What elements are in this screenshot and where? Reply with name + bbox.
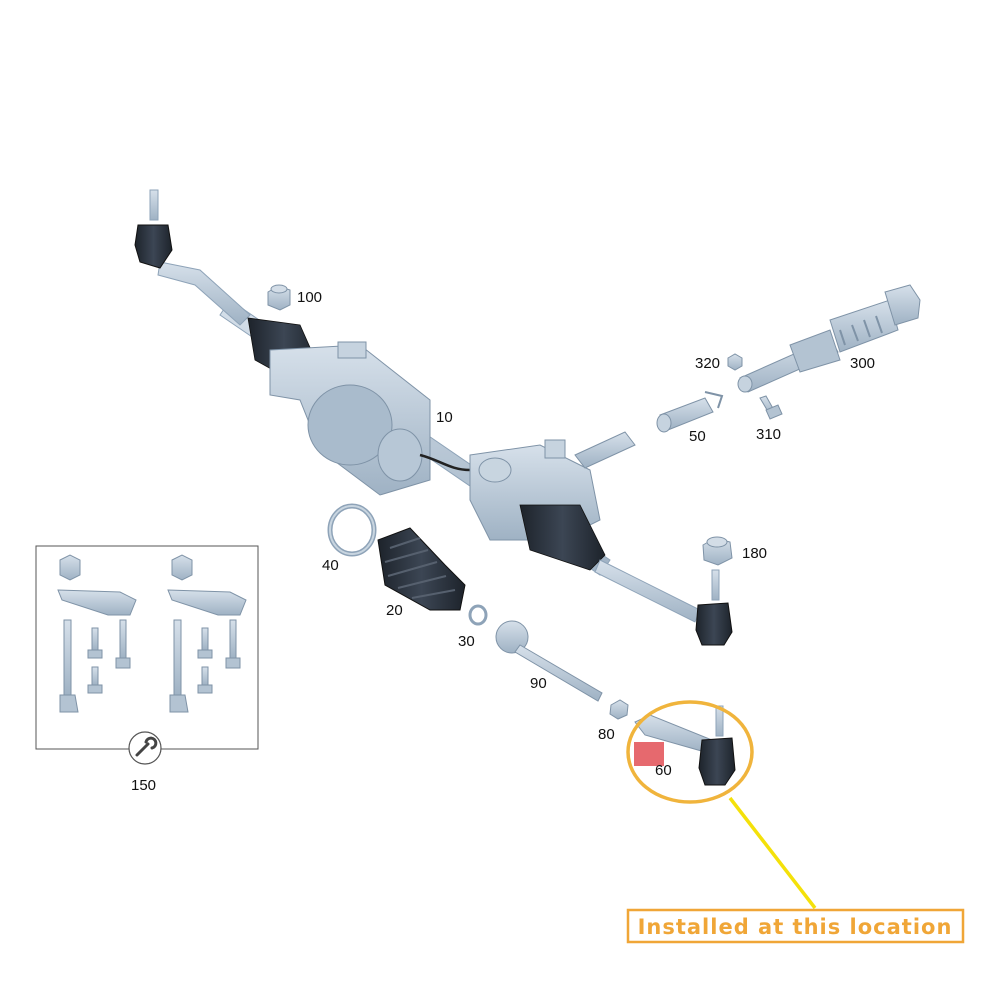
part-320-nut (727, 353, 743, 371)
wrench-icon (128, 731, 162, 765)
label-80: 80 (598, 726, 615, 743)
steering-rack-assembly (134, 189, 733, 646)
label-100: 100 (297, 289, 322, 306)
part-90-inner-tie-rod (495, 620, 603, 702)
part-300-intermediate-shaft (737, 284, 921, 393)
label-310: 310 (756, 426, 781, 443)
part-30-clip (468, 604, 488, 626)
part-labels: 10 20 30 40 50 60 80 90 100 150 180 300 … (131, 289, 875, 794)
part-150-bolt-kit-inset (35, 545, 259, 750)
part-310-bolt (759, 395, 783, 420)
label-150: 150 (131, 777, 156, 794)
label-10: 10 (436, 409, 453, 426)
location-callout: Installed at this location (626, 700, 965, 944)
callout-text: Installed at this location (638, 915, 953, 939)
part-60-tie-rod-end (634, 705, 736, 786)
part-50-sleeve (656, 391, 724, 433)
label-20: 20 (386, 602, 403, 619)
label-300: 300 (850, 355, 875, 372)
part-40-clamp (327, 503, 377, 557)
label-90: 90 (530, 675, 547, 692)
part-180-nut (702, 536, 733, 566)
label-30: 30 (458, 633, 475, 650)
part-100-nut (267, 284, 291, 311)
callout-ring (626, 700, 754, 804)
part-20-boot (377, 527, 466, 611)
label-60: 60 (655, 762, 672, 779)
label-40: 40 (322, 557, 339, 574)
callout-leader-line (728, 796, 817, 910)
label-320: 320 (695, 355, 720, 372)
callout-box (626, 908, 965, 944)
label-50: 50 (689, 428, 706, 445)
label-180: 180 (742, 545, 767, 562)
part-80-nut (609, 699, 629, 720)
callout-marker (634, 742, 664, 766)
